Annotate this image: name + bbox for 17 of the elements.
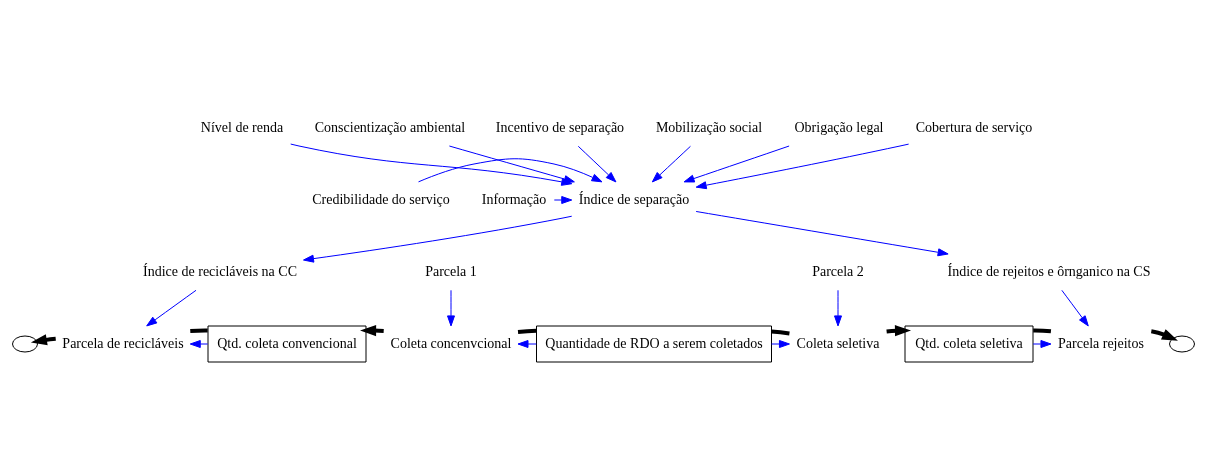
node-text: Mobilização social (655, 119, 763, 135)
node-text: Informação (481, 191, 547, 207)
node-text: Coleta seletiva (796, 335, 880, 351)
node-text: Incentivo de separação (495, 119, 625, 135)
node-text: Nível de renda (200, 119, 284, 135)
node-text: Parcela de recicláveis (62, 335, 184, 351)
node-text: Cobertura de serviço (915, 119, 1033, 135)
node-text: Índice de separação (578, 191, 690, 207)
node-text: Conscientização ambiental (314, 119, 466, 135)
node-text: Obrigação legal (794, 119, 884, 135)
node-text: Parcela 1 (425, 263, 477, 279)
node-text: Parcela rejeitos (1058, 335, 1144, 351)
node-text: Coleta concenvcional (390, 335, 512, 351)
node-text: Credibilidade do serviço (312, 191, 450, 207)
node-text: Índice de recicláveis na CC (143, 263, 297, 279)
node-text: Parcela 2 (812, 263, 864, 279)
node-text: Índice de rejeitos e ôrnganico na CS (947, 263, 1151, 279)
